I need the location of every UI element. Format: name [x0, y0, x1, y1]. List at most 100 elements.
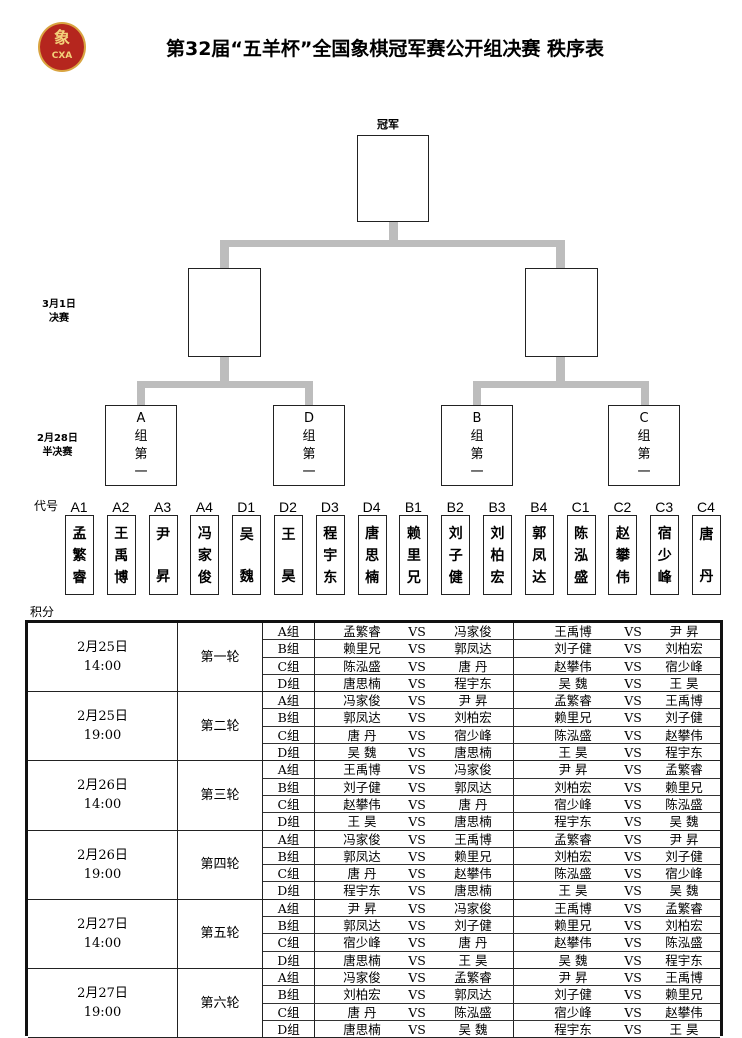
group-label: C组 — [263, 657, 315, 675]
group-label: C组 — [263, 726, 315, 744]
group-label: D组 — [263, 1020, 315, 1038]
vs-label: VS — [624, 1021, 642, 1037]
player-name: 冯家俊 — [343, 970, 381, 985]
match-row: B组 郭凤达 VS 刘子健 赖里兄 VS 刘柏宏 — [263, 917, 720, 935]
player-name: 尹 昇 — [669, 831, 699, 847]
page-title: 第32届“五羊杯”全国象棋冠军赛公开组决赛 秩序表 — [165, 38, 605, 60]
vs-label: VS — [408, 624, 426, 639]
final-date-label: 3月1日决赛 — [42, 299, 76, 324]
player-code: D2 — [279, 499, 297, 515]
round-name: 第四轮 — [178, 830, 263, 899]
vs-label: VS — [408, 658, 426, 674]
match-row: A组 尹 昇 VS 冯家俊 王禹博 VS 孟繁睿 — [263, 899, 720, 918]
group-label: B组 — [263, 986, 315, 1004]
player-name: 刘柏宏 — [554, 848, 592, 864]
quarterfinal-text: 第 — [134, 447, 148, 462]
player-name: 赖里兄 — [665, 987, 703, 1003]
vs-label: VS — [408, 848, 426, 864]
player-name-box: 冯家俊 — [190, 515, 220, 595]
player-name: 唐 丹 — [458, 658, 488, 674]
match-row: C组 唐 丹 VS 陈泓盛 宿少峰 VS 赵攀伟 — [263, 1003, 720, 1021]
quarterfinal-text: 一 — [470, 465, 484, 480]
player-name: 程宇东 — [665, 952, 703, 968]
player-code: A3 — [154, 499, 172, 515]
player-name: 唐思楠 — [454, 814, 492, 830]
vs-label: VS — [624, 693, 642, 709]
player-name: 唐 丹 — [458, 796, 488, 812]
player-name: 王 昊 — [558, 745, 588, 761]
player-code: B1 — [404, 499, 422, 515]
connector — [389, 222, 398, 244]
group-label: D组 — [263, 674, 315, 692]
vs-label: VS — [624, 831, 642, 847]
player-name: 唐 丹 — [458, 935, 488, 951]
player-name: 王禹博 — [554, 900, 592, 916]
match-row: C组 宿少峰 VS 唐 丹 赵攀伟 VS 陈泓盛 — [263, 934, 720, 952]
vs-label: VS — [408, 866, 426, 882]
vs-label: VS — [408, 710, 426, 726]
player-name: 冯家俊 — [454, 762, 492, 778]
player-name: 吴 魏 — [458, 1021, 488, 1037]
player-name: 冯家俊 — [343, 831, 381, 847]
vs-label: VS — [408, 831, 426, 847]
vs-label: VS — [624, 658, 642, 674]
player-name: 吴 魏 — [669, 814, 699, 830]
vs-label: VS — [624, 762, 642, 778]
vs-label: VS — [408, 1004, 426, 1020]
match-row: C组 唐 丹 VS 宿少峰 陈泓盛 VS 赵攀伟 — [263, 726, 720, 745]
player-name: 赵攀伟 — [665, 1004, 703, 1020]
vs-label: VS — [408, 693, 426, 709]
vs-label: VS — [624, 624, 642, 639]
code-label: 代号 — [34, 499, 59, 513]
group-label: B组 — [263, 917, 315, 935]
player-name: 王 昊 — [347, 814, 377, 830]
player-name-box: 王禹博 — [106, 515, 136, 595]
match-row: A组 冯家俊 VS 王禹博 孟繁睿 VS 尹 昇 — [263, 830, 720, 848]
match-row: C组 唐 丹 VS 赵攀伟 陈泓盛 VS 宿少峰 — [263, 865, 720, 883]
player-name: 赵攀伟 — [554, 935, 592, 951]
connector — [220, 240, 229, 268]
quarterfinal-text: 一 — [302, 465, 316, 480]
match-row: D组 唐思楠 VS 王 昊 吴 魏 VS 程宇东 — [263, 951, 720, 969]
score-label: 积分 — [30, 605, 55, 619]
quarterfinal-text: 第 — [302, 447, 316, 462]
player-name: 唐思楠 — [343, 675, 381, 691]
vs-label: VS — [408, 935, 426, 951]
player-name-box: 唐 丹 — [692, 515, 721, 595]
player-code: D1 — [237, 499, 256, 515]
vs-label: VS — [408, 779, 426, 795]
player-name: 唐思楠 — [343, 1021, 381, 1037]
player-name-box: 尹 昇 — [148, 515, 178, 595]
player-name: 郭凤达 — [343, 710, 381, 726]
vs-label: VS — [624, 900, 642, 916]
match-row: D组 程宇东 VS 唐思楠 王 昊 VS 吴 魏 — [263, 882, 720, 900]
player-name: 孟繁睿 — [454, 970, 492, 985]
vs-label: VS — [624, 952, 642, 968]
player-name-box: 王 昊 — [274, 515, 303, 595]
player-name: 郭凤达 — [454, 779, 492, 795]
player-name: 刘柏宏 — [343, 987, 381, 1003]
vs-label: VS — [624, 970, 642, 985]
player-name: 赖里兄 — [554, 918, 592, 934]
player-name: 尹 昇 — [558, 970, 588, 985]
vs-label: VS — [624, 1004, 642, 1020]
player-name: 赖里兄 — [554, 710, 592, 726]
vs-label: VS — [408, 745, 426, 761]
vs-label: VS — [408, 796, 426, 812]
vs-label: VS — [408, 883, 426, 899]
quarterfinal-text: 第 — [470, 447, 484, 462]
player-name: 程宇东 — [454, 675, 492, 691]
player-code: B2 — [446, 499, 464, 515]
vs-label: VS — [408, 970, 426, 985]
player-name: 陈泓盛 — [454, 1004, 492, 1020]
round-name: 第二轮 — [178, 692, 263, 761]
group-label: B组 — [263, 640, 315, 658]
group-label: D组 — [263, 744, 315, 762]
player-name: 吴 魏 — [558, 952, 588, 968]
group-label: A组 — [263, 692, 315, 710]
